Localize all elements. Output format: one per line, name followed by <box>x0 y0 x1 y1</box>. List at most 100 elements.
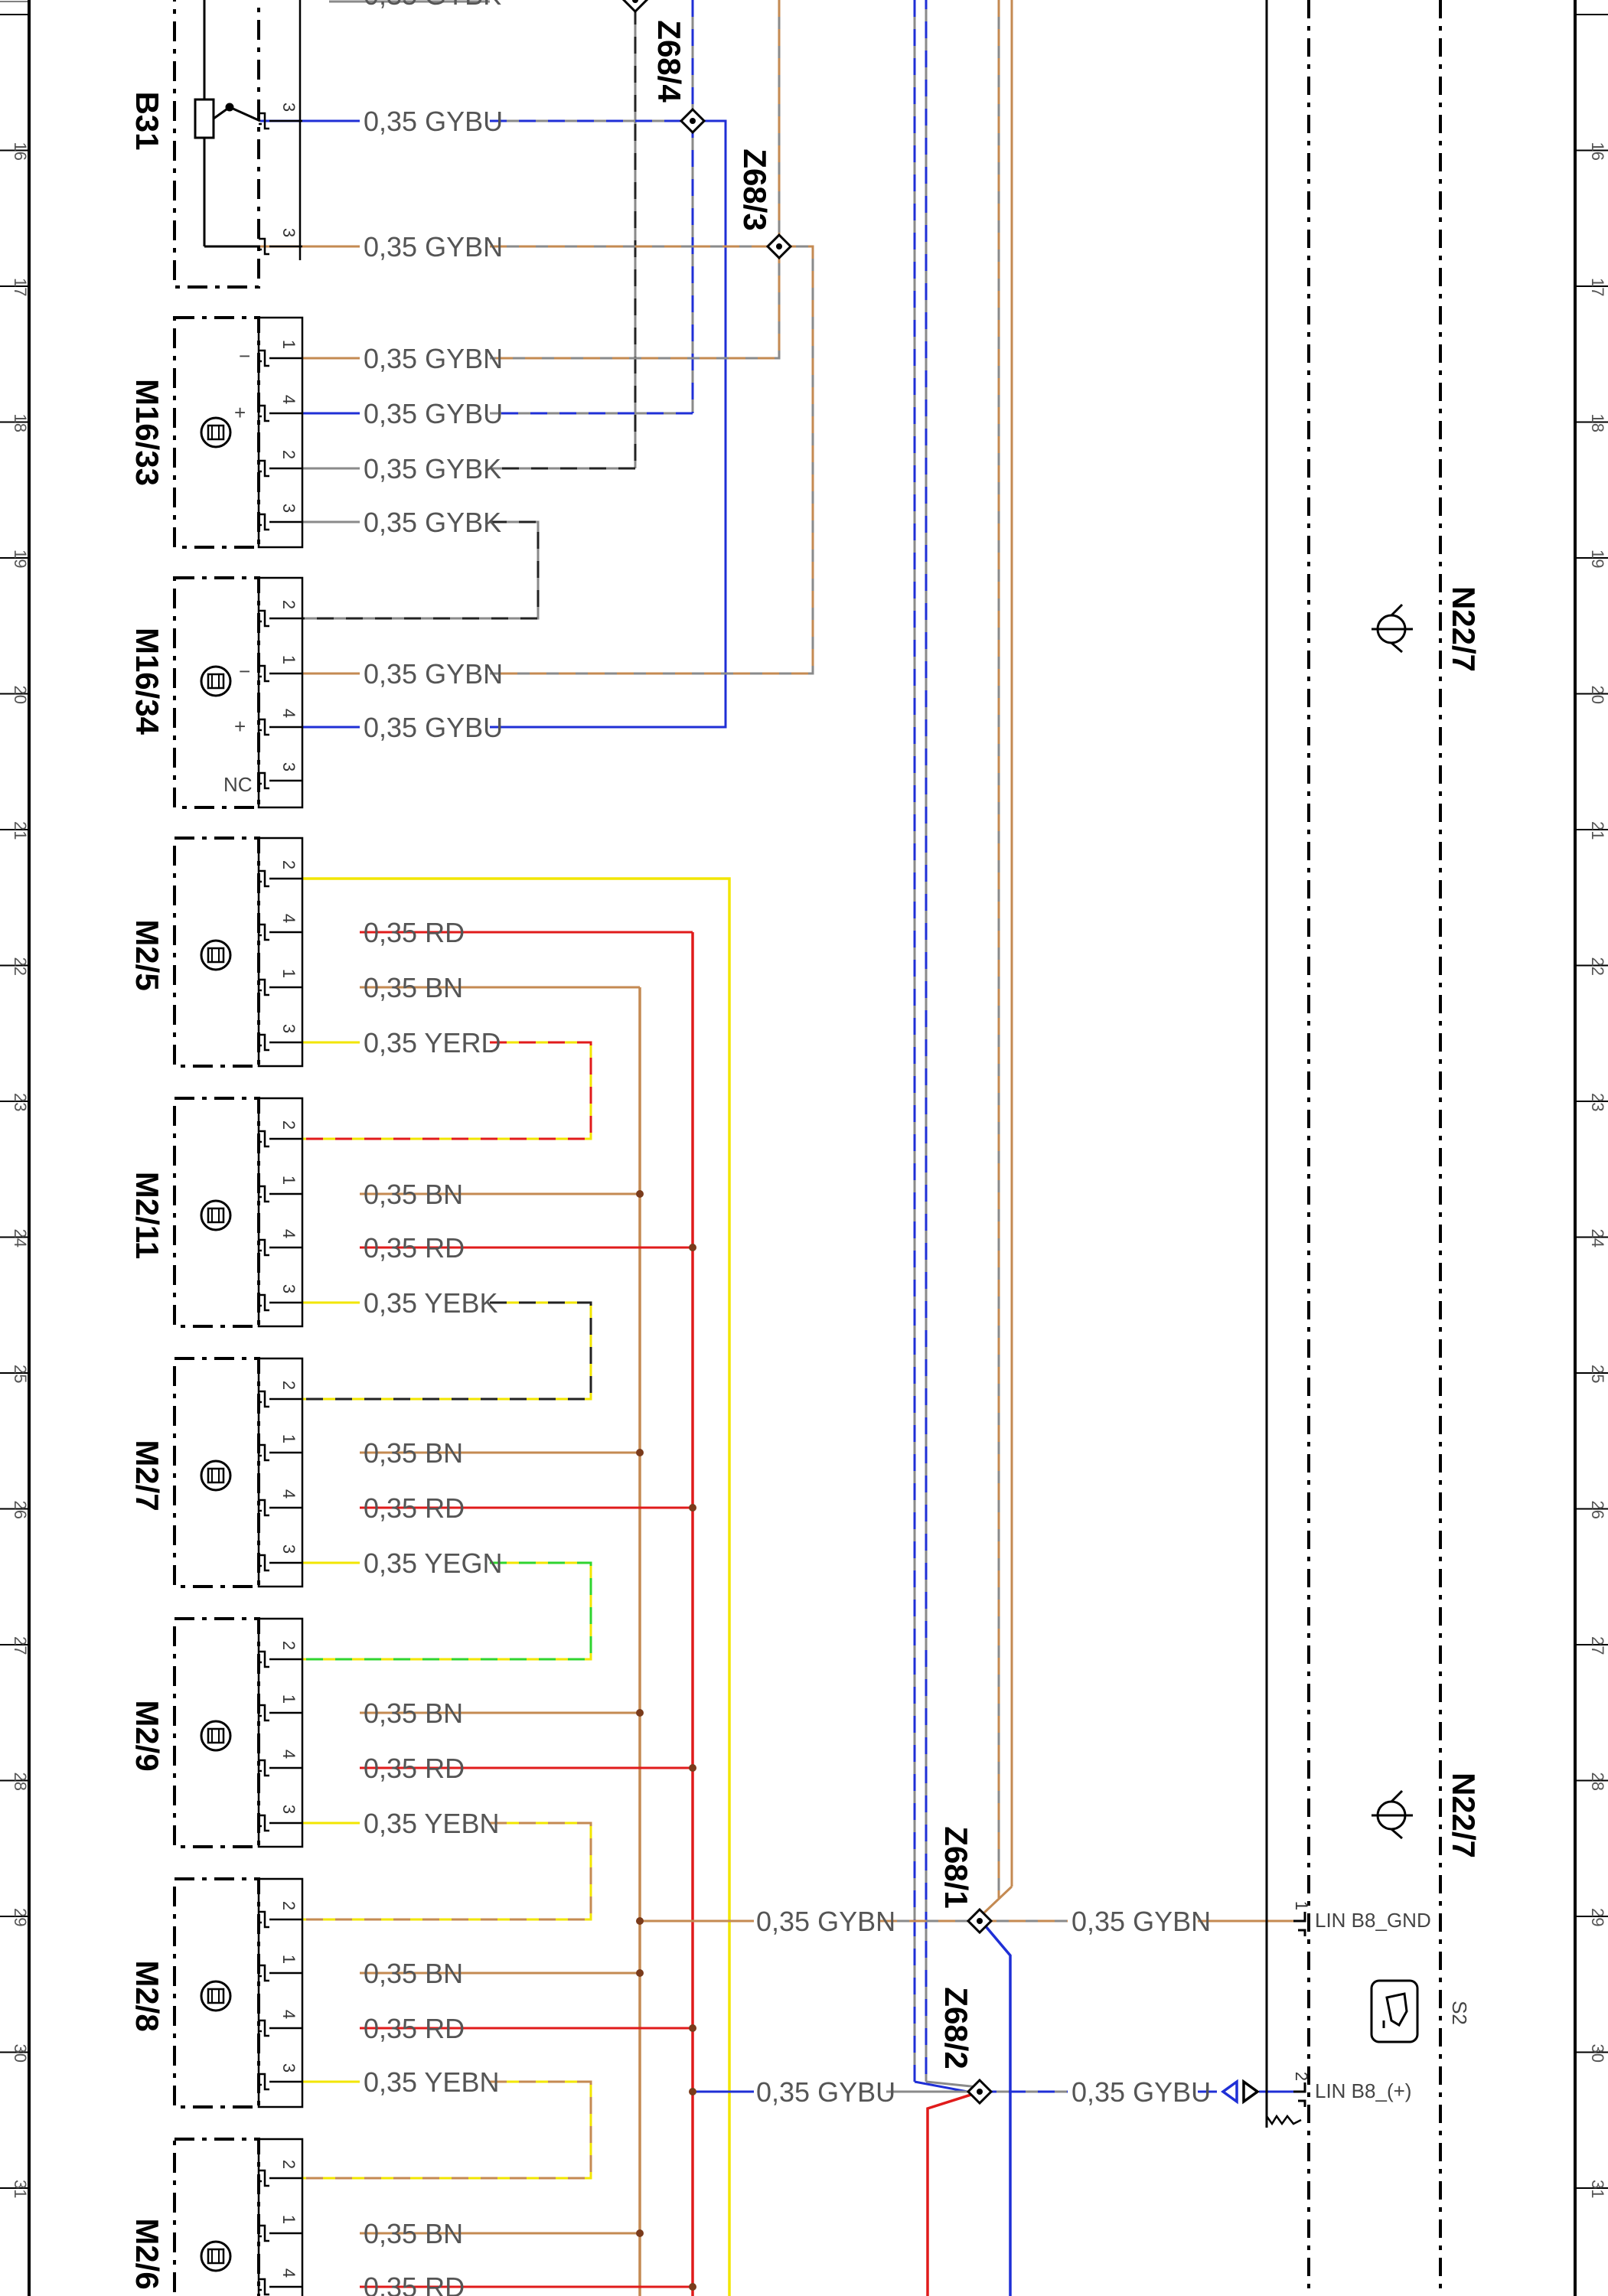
row-number: 22 <box>11 957 30 976</box>
misc-labels: − + − + NC LIN B8_GND LIN B8_(+) S2 <box>223 344 1471 2102</box>
wire-label: 0,35 BN <box>364 1179 463 1210</box>
row-number: 21 <box>1588 821 1607 840</box>
wire-label: 0,35 RD <box>364 1492 465 1524</box>
pin-terminal <box>257 404 271 422</box>
wire-label: 0,35 BN <box>364 1437 463 1469</box>
top-stubs <box>260 119 360 729</box>
wire-label: 0,35 GYBU <box>364 712 503 743</box>
pin-number: 1 <box>279 1434 298 1443</box>
pin-number: 4 <box>279 1229 298 1238</box>
component-label: M16/33 <box>129 379 165 486</box>
row-number: 18 <box>1588 414 1607 432</box>
row-number: 24 <box>11 1229 30 1247</box>
row-number: 19 <box>1588 550 1607 568</box>
node-labels: Z68/4 Z68/3 Z68/1 Z68/2 <box>651 20 974 2069</box>
pin-terminal <box>257 1293 271 1312</box>
pin-number: 3 <box>279 504 298 513</box>
wire-label: 0,35 RD <box>364 917 465 948</box>
control-unit-icon <box>1372 1789 1413 1840</box>
row-number: 28 <box>1588 1773 1607 1791</box>
pin-number: 3 <box>279 762 298 771</box>
pin-number: 4 <box>279 395 298 404</box>
row-number: 23 <box>1588 1093 1607 1111</box>
row-number: 30 <box>1588 2044 1607 2063</box>
pin-number: 4 <box>279 709 298 718</box>
component-label: B31 <box>129 91 165 150</box>
row-number: 29 <box>1588 1908 1607 1926</box>
component-label: N22/7 <box>1446 586 1482 672</box>
pin-number: 4 <box>279 2268 298 2278</box>
pin-number: 1 <box>1292 1901 1311 1910</box>
pin-number: 1 <box>279 1176 298 1185</box>
pin-terminal <box>257 664 271 683</box>
pin-terminal <box>257 1185 271 1203</box>
pin-terminal <box>257 513 271 531</box>
wire-label: 0,35 GYBN <box>364 658 503 690</box>
terminal-glyphs <box>257 112 302 2296</box>
wire-labels: 0,35 GYBK 0,35 GYBU 0,35 GYBN 0,35 GYBN … <box>364 0 1211 2296</box>
motor-icon <box>200 2240 232 2272</box>
junction-dots <box>636 1190 696 2291</box>
motor-symbols <box>200 416 232 2272</box>
pin-terminal <box>257 1554 271 1572</box>
pin-terminal <box>257 2073 271 2091</box>
pin-terminal <box>257 923 271 941</box>
row-number: 27 <box>11 1636 30 1655</box>
row-number: 19 <box>11 550 30 568</box>
pin-terminal <box>257 1499 271 1517</box>
wire-label: 0,35 BN <box>364 2218 463 2249</box>
row-number: 17 <box>1588 278 1607 296</box>
wire-label: 0,35 YERD <box>364 1027 501 1058</box>
pin-terminal <box>257 1033 271 1052</box>
node-label: Z68/3 <box>737 148 773 230</box>
pin-terminal <box>257 869 271 888</box>
splice-nodes <box>622 0 993 2105</box>
pin-number: 3 <box>279 1544 298 1554</box>
wire-label: 0,35 GYBK <box>364 507 501 538</box>
wire-label: 0,35 RD <box>364 2272 465 2296</box>
row-number: 23 <box>11 1093 30 1111</box>
pin-number: 1 <box>279 2215 298 2224</box>
pin-terminal <box>257 1238 271 1257</box>
wire-label: 0,35 RD <box>364 1232 465 1264</box>
wire-label: 0,35 GYBK <box>364 0 501 11</box>
pin-number: 1 <box>279 969 298 978</box>
pin-number: 1 <box>279 340 298 349</box>
control-unit-n22-7 <box>1265 0 1442 2296</box>
wire-label: 0,35 GYBN <box>364 343 503 374</box>
pin-terminal <box>257 1910 271 1929</box>
component-label: M2/9 <box>129 1700 165 1771</box>
pin-number: 1 <box>279 1694 298 1704</box>
pin-terminal <box>257 1964 271 1982</box>
pin-terminal <box>257 2169 271 2187</box>
svg-text:−: − <box>239 344 250 367</box>
row-number: 30 <box>11 2044 30 2063</box>
wire-label: 0,35 YEBK <box>364 1287 497 1319</box>
row-number: 16 <box>1588 142 1607 161</box>
row-number: 17 <box>11 278 30 296</box>
svg-text:+: + <box>234 715 246 738</box>
row-number: 25 <box>11 1365 30 1383</box>
component-label: M2/8 <box>129 1960 165 2031</box>
row-number: 26 <box>1588 1501 1607 1519</box>
pin-number: 4 <box>279 1489 298 1499</box>
pin-number: 3 <box>279 228 298 237</box>
svg-text:+: + <box>234 401 246 424</box>
pin-number: 3 <box>279 1284 298 1293</box>
component-label: M2/11 <box>129 1172 165 1259</box>
row-number: 31 <box>1588 2180 1607 2198</box>
top-wiring <box>302 0 814 729</box>
pin-number: 3 <box>279 1805 298 1814</box>
pin-number: 2 <box>279 600 298 609</box>
row-number: 20 <box>11 686 30 704</box>
nc-label: NC <box>223 773 253 796</box>
pin-terminal <box>257 2278 271 2296</box>
component-label: M2/7 <box>129 1440 165 1511</box>
row-number: 26 <box>11 1501 30 1519</box>
connector-strips <box>257 0 304 2296</box>
splice-icon <box>967 2079 993 2105</box>
row-number: 31 <box>11 2180 30 2198</box>
